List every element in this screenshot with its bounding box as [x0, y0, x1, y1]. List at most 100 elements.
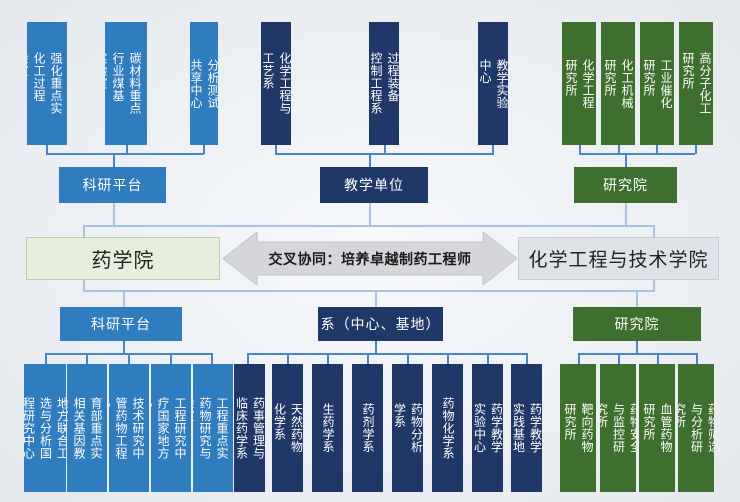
stub-b14 — [578, 353, 580, 364]
bottom-dept-item-8: 药学教学实践基地 — [511, 364, 542, 492]
item-text: 过程装备控制工程系 — [369, 52, 399, 115]
item-text: 药物分析学系 — [392, 403, 424, 453]
bottom-dept-item-1: 药事管理与临床药学系 — [234, 364, 265, 492]
connector-h-top-sci — [46, 153, 204, 155]
item-text: 陕西省能源强化重点实化工过程验室 — [27, 52, 67, 115]
item-text: 靶向药物研究所 — [562, 403, 594, 453]
item-text-line: 陕西省天然 — [231, 397, 233, 460]
item-text-line: 工业催化 — [659, 58, 673, 109]
item-text-line: 研究所 — [564, 58, 578, 97]
top-res-item-2: 化工机械研究所 — [601, 22, 635, 145]
item-text-line: 工程重点实 — [215, 396, 229, 460]
item-text-line: 生药学系 — [321, 403, 335, 453]
item-text: 药学教学实践基地 — [511, 403, 543, 453]
right-college-name: 化学工程与技术学院 — [528, 249, 709, 271]
top-res-item-4: 高分子化工研究所 — [679, 22, 713, 145]
stub-b5 — [211, 353, 213, 364]
item-text-line: 程研究中心 — [24, 396, 36, 460]
item-text-line: 控制工程系 — [369, 52, 383, 115]
item-text-line: 育部重点实 — [89, 396, 103, 460]
item-text-line: 研究所 — [681, 52, 695, 90]
item-text-line: 靶向药物 — [580, 403, 594, 453]
item-text-line: 药学教学 — [489, 403, 504, 453]
top-teach-item-2: 过程装备控制工程系 — [369, 22, 399, 145]
item-text-line: 药物化学系 — [441, 396, 455, 460]
stub-b15 — [618, 353, 620, 364]
bottom-dept-item-7: 药学教学实验中心 — [472, 364, 503, 492]
connector-h-bot-res — [578, 353, 696, 355]
item-text: 化学工程与工艺系 — [261, 52, 291, 115]
item-text-line: 学系 — [392, 403, 407, 428]
item-text-line: 实验中心 — [472, 403, 487, 453]
bottom-dept-label: 系（中心、基地） — [318, 307, 443, 341]
item-text-line: 技术研究中 — [131, 396, 145, 460]
stub-t9 — [656, 145, 658, 154]
item-text-line: 药物安全 — [628, 403, 637, 453]
item-text: 药物安全与监控研究所 — [600, 403, 636, 453]
item-text: 工业催化研究所 — [641, 59, 673, 109]
item-text-line: 究所 — [678, 403, 687, 428]
connector-v-top-teach — [369, 153, 371, 167]
item-text-line: 天然药物 — [289, 403, 304, 453]
item-text: 教学实验中心 — [478, 59, 508, 109]
top-sci-item-3: 分析测试共享中心 — [190, 22, 218, 145]
item-text-line: 与分析研 — [689, 403, 704, 453]
item-text-line: 药事管理与 — [251, 396, 266, 460]
top-sci-item-1: 陕西省能源强化重点实化工过程验室 — [27, 22, 67, 145]
item-text-line: 生物诊断治 — [189, 397, 191, 460]
item-text-line: 化工过程 — [32, 52, 46, 103]
item-text-line: 心 — [109, 396, 111, 410]
stub-b17 — [696, 353, 698, 364]
item-text-line: 陕西省能源 — [65, 52, 67, 115]
item-text: 生药学系 — [320, 403, 335, 453]
double-arrow-icon — [223, 232, 517, 285]
item-text-line: 相关基因教 — [72, 396, 86, 460]
item-text: 化学工程研究所 — [563, 59, 595, 109]
stub-b8 — [327, 353, 329, 364]
item-text: 药物化学系 — [440, 397, 455, 460]
bottom-dept-item-5: 药物分析学系 — [392, 364, 423, 492]
bottom-dept-item-4: 药剂学系 — [352, 364, 383, 492]
stub-b3 — [128, 353, 130, 364]
stub-b7 — [287, 353, 289, 364]
item-text: 陕西省心血技术研究中管药物工程心 — [109, 397, 149, 460]
top-res-label: 研究院 — [574, 167, 677, 203]
item-text-line: 化工机械 — [620, 58, 634, 109]
item-text: 血管药物研究所 — [641, 403, 673, 453]
stub-b2 — [86, 353, 88, 364]
stub-b4 — [170, 353, 172, 364]
item-text-line: 中心 — [478, 58, 492, 84]
bottom-sci-item-1: 天然药物筛地方联合工选与分析国程研究中心家 — [24, 364, 66, 492]
item-text-line: 过程装备 — [386, 52, 399, 103]
item-text-line: 验室 — [67, 396, 69, 422]
connector-v-top-sci — [113, 153, 115, 167]
item-text-line: 研究所 — [603, 58, 617, 97]
stub-b10 — [407, 353, 409, 364]
connector-v-sci-bottom — [123, 290, 125, 307]
item-text: 药物筛选与分析研究所 — [678, 403, 714, 453]
item-text-line: 选与分析国 — [38, 396, 53, 460]
stub-b6 — [247, 353, 249, 364]
top-res-item-1: 化学工程研究所 — [562, 22, 596, 145]
item-text-line: 验室 — [193, 396, 195, 422]
connector-v-bot-res — [636, 341, 638, 354]
bottom-dept-item-6: 药物化学系 — [432, 364, 463, 492]
connector-v-dept-bottom — [375, 290, 377, 307]
connector-v-res-bottom — [636, 290, 638, 307]
item-text-line: 工艺系 — [261, 52, 275, 90]
bottom-res-item-3: 血管药物研究所 — [639, 364, 675, 492]
stub-t7 — [579, 145, 581, 154]
item-text: 分析测试共享中心 — [190, 59, 218, 109]
item-text-line: 管药物工程 — [114, 396, 128, 460]
item-text-line: 强化重点实 — [49, 52, 63, 115]
bottom-sci-label: 科研平台 — [60, 307, 182, 341]
stub-t1 — [46, 145, 48, 154]
item-text-line: 分析测试 — [206, 58, 218, 109]
item-text-line: 药物筛选 — [706, 403, 715, 453]
item-text-line: 实验室 — [105, 52, 108, 90]
top-teach-label: 教学单位 — [320, 167, 428, 203]
item-text-line: 疗国家地方 — [156, 396, 170, 460]
item-text: 药学教学实验中心 — [472, 403, 504, 453]
item-text-line: 陕西省心血 — [147, 397, 149, 460]
connector-v-right-bottom — [653, 280, 655, 292]
